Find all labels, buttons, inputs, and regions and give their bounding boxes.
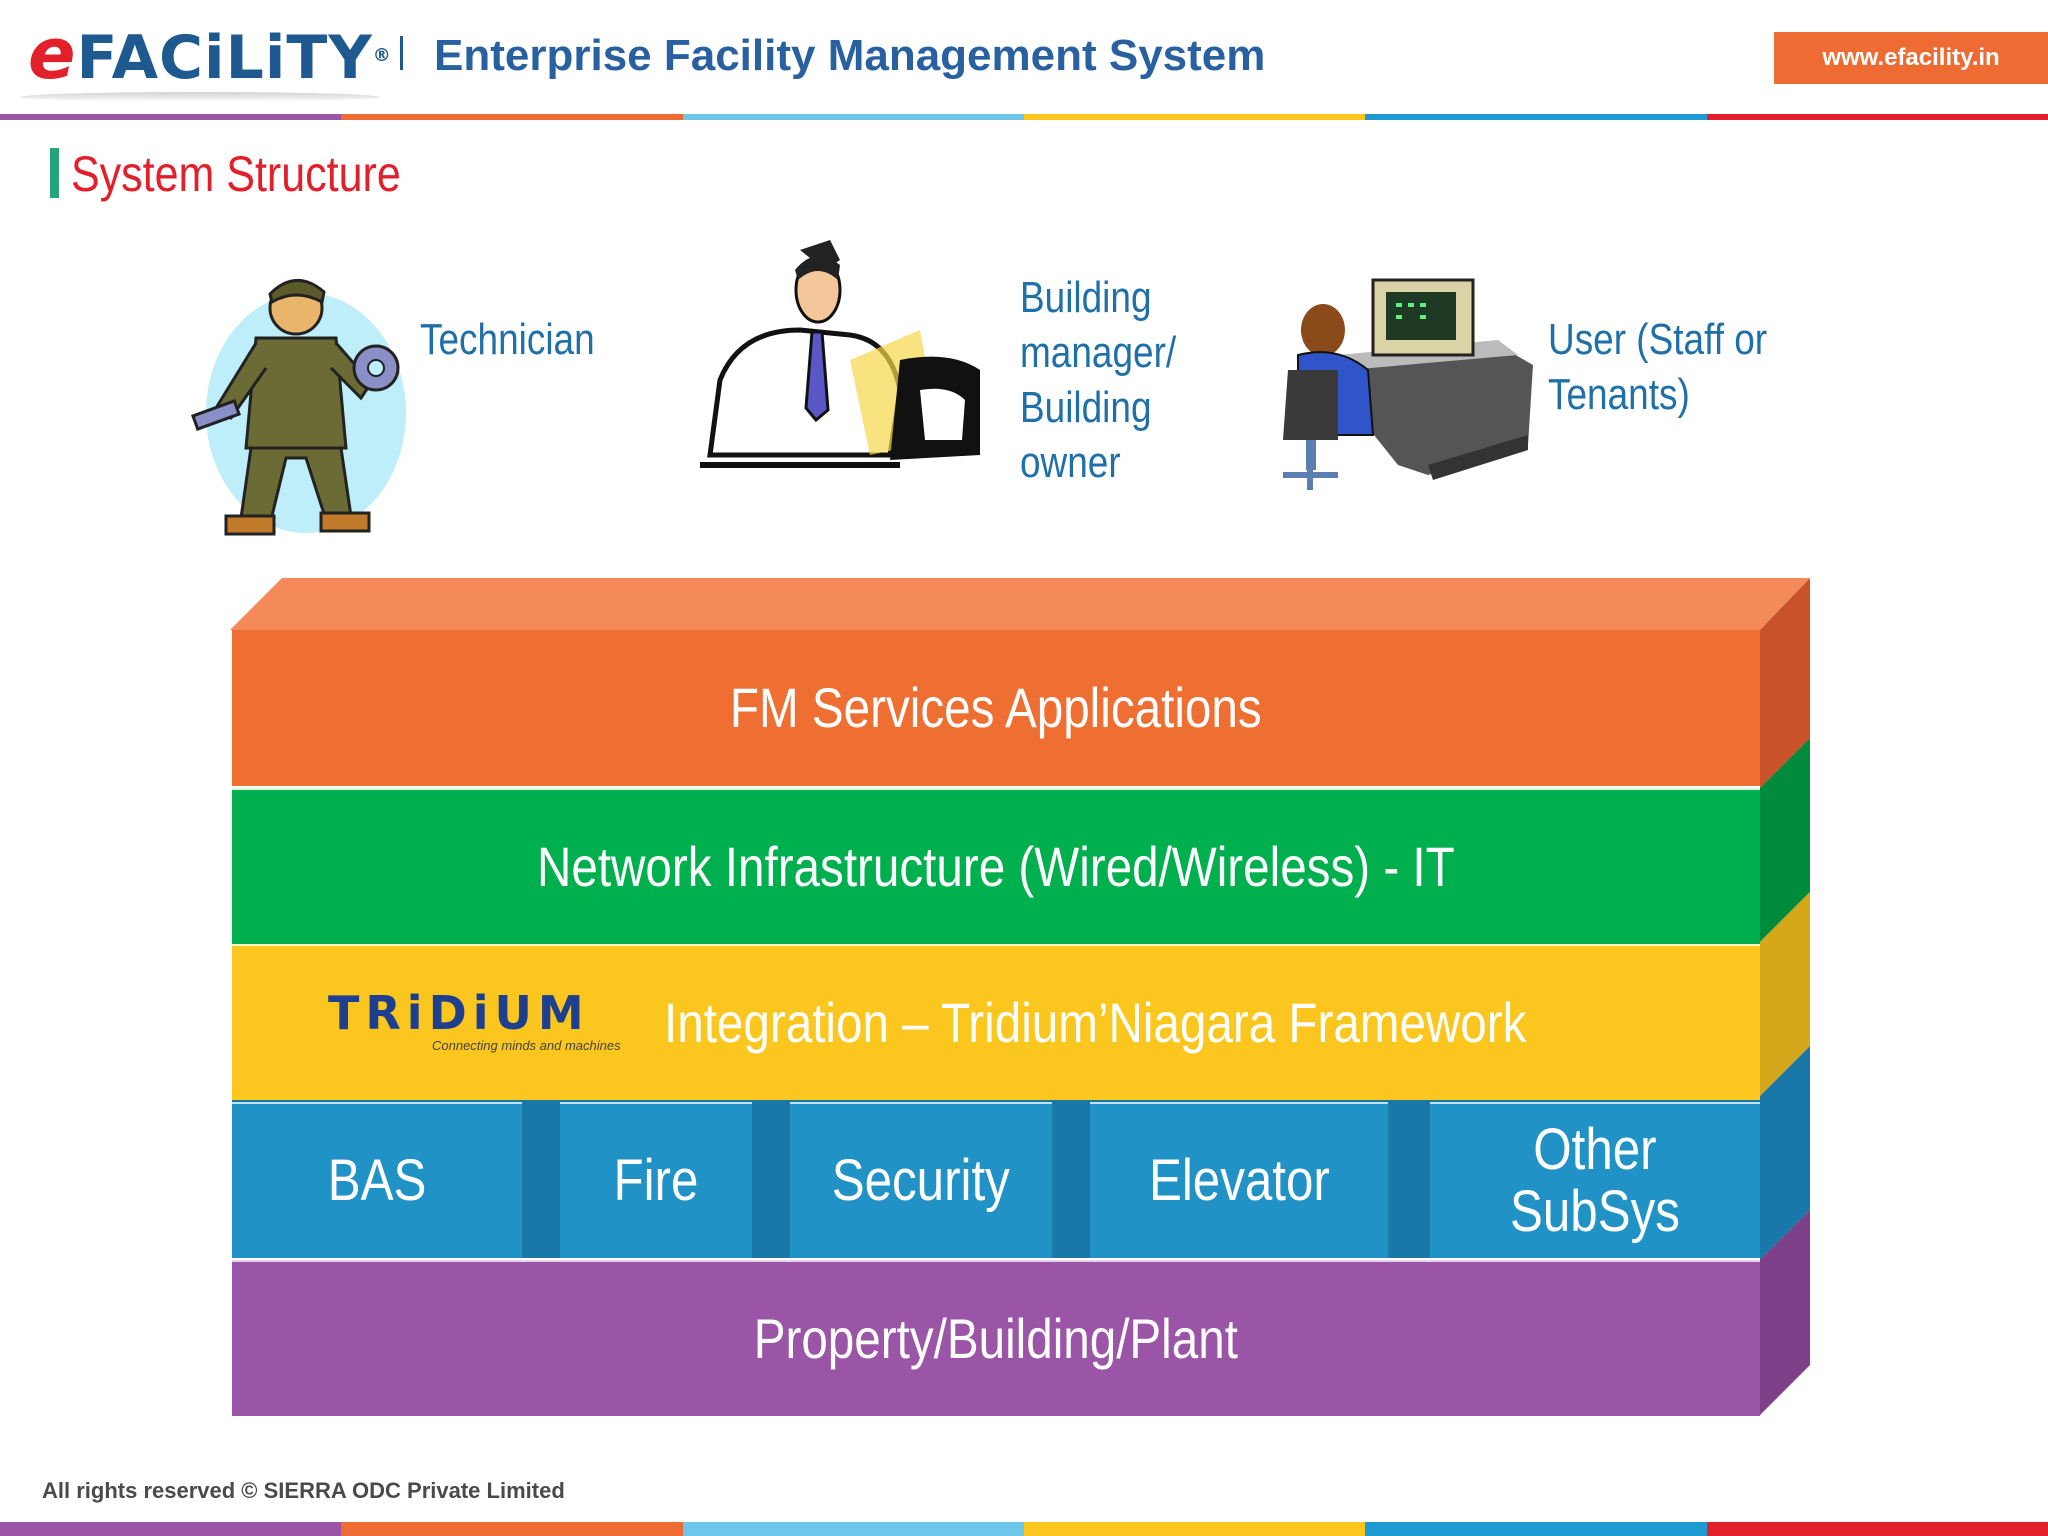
subsystem-fire: Fire	[560, 1102, 752, 1258]
layer-network-infrastructure: Network Infrastructure (Wired/Wireless) …	[232, 788, 1760, 944]
efacility-logo: eFACiLiTY®	[28, 14, 392, 98]
logo-e: e	[28, 13, 77, 95]
header-separator	[400, 36, 403, 70]
footer-color-stripe	[0, 1522, 2048, 1536]
manager-icon	[700, 240, 980, 468]
section-title: System Structure	[71, 146, 401, 202]
technician-icon	[191, 279, 406, 536]
tridium-logo-text: TRiDiUM	[328, 986, 590, 1040]
subsystem-other: Other SubSys	[1430, 1102, 1760, 1258]
website-link[interactable]: www.efacility.in	[1774, 32, 2048, 84]
layer-fm-services: FM Services Applications	[232, 630, 1760, 786]
actor-label-technician: Technician	[420, 315, 595, 364]
subsystem-other-label: Other SubSys	[1510, 1117, 1680, 1244]
subsystem-security: Security	[790, 1102, 1052, 1258]
actor-label-user: User (Staff or Tenants)	[1548, 315, 1768, 419]
copyright-text: All rights reserved © SIERRA ODC Private…	[42, 1478, 565, 1503]
stack-3d-sides	[230, 578, 1810, 1415]
actor-label-building-manager: Building manager/ Building owner	[1020, 273, 1177, 487]
section-marker	[50, 148, 59, 198]
tridium-tagline: Connecting minds and machines	[432, 1038, 621, 1053]
header-color-stripe	[0, 114, 2048, 120]
logo-text: FACiLiTY	[76, 23, 373, 93]
layer-network-label: Network Infrastructure (Wired/Wireless) …	[537, 835, 1455, 898]
logo-shadow	[20, 92, 380, 102]
logo-registered-mark: ®	[372, 45, 392, 66]
layer-integration: TRiDiUM Connecting minds and machines In…	[232, 944, 1760, 1100]
subsystem-fire-label: Fire	[613, 1148, 699, 1213]
subsystem-elevator: Elevator	[1090, 1102, 1388, 1258]
layer-fm-services-label: FM Services Applications	[730, 676, 1262, 739]
layer-integration-label: Integration – Tridium’Niagara Framework	[664, 991, 1527, 1054]
subsystem-elevator-label: Elevator	[1148, 1148, 1330, 1213]
tridium-logo: TRiDiUM Connecting minds and machines	[328, 988, 621, 1053]
subsystem-bas: BAS	[232, 1102, 522, 1258]
subsystem-security-label: Security	[831, 1148, 1011, 1213]
layer-integration-label-wrap: Integration – Tridium’Niagara Framework	[664, 946, 1714, 1100]
layer-property: Property/Building/Plant	[232, 1260, 1760, 1416]
layer-property-label: Property/Building/Plant	[753, 1307, 1239, 1370]
computer-user-icon	[1283, 278, 1533, 490]
subsystem-bas-label: BAS	[327, 1148, 427, 1213]
app-subtitle: Enterprise Facility Management System	[434, 31, 1266, 80]
